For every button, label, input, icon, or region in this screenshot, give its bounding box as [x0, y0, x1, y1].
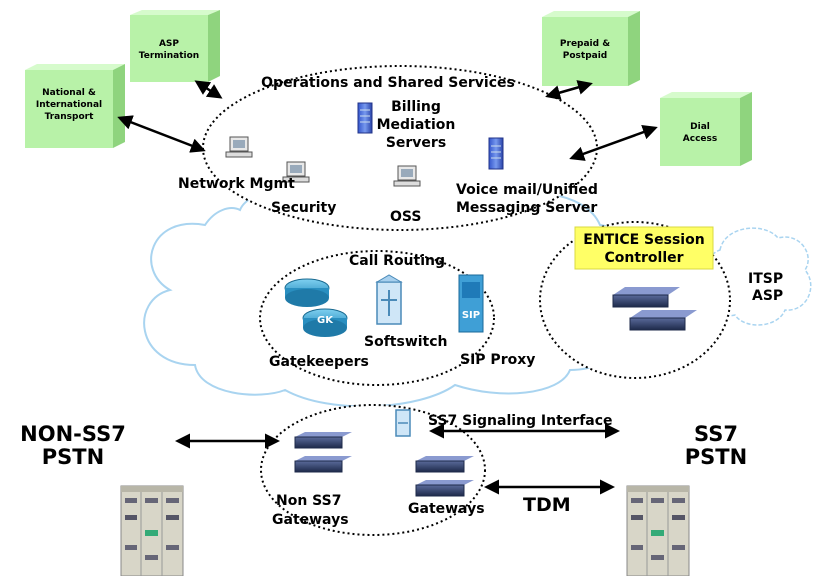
security-label: Security	[271, 200, 336, 216]
billing-label-1: Billing	[391, 99, 441, 115]
non-ss7-gateways-label-1: Non SS7	[276, 493, 341, 509]
dial-access-label-2: Access	[683, 134, 717, 144]
national-transport-label-2: International	[36, 100, 102, 110]
oss-label: OSS	[390, 209, 421, 225]
national-transport-label-3: Transport	[45, 112, 94, 122]
sip-proxy-icon: SIP	[458, 274, 484, 333]
non-ss7-pstn-label-1: NON-SS7	[20, 422, 126, 446]
session-controller-icon	[612, 287, 697, 331]
gateways-label: Gateways	[408, 501, 485, 517]
entice-highlight	[574, 226, 714, 270]
billing-label-3: Servers	[386, 135, 446, 151]
voice-mail-label-2: Messaging Server	[456, 200, 597, 216]
non-ss7-gateways-label-2: Gateways	[272, 512, 349, 528]
itsp-label-1: ITSP	[748, 271, 783, 287]
gatekeeper-router-icon: GK	[284, 278, 348, 337]
billing-label-2: Mediation	[377, 117, 456, 133]
transport-arrow	[117, 115, 206, 153]
entice-label-2: Controller	[604, 250, 683, 266]
gatekeepers-label: Gatekeepers	[269, 354, 369, 370]
softswitch-icon	[375, 274, 403, 325]
tdm-label: TDM	[523, 494, 571, 516]
call-routing-title: Call Routing	[349, 253, 445, 269]
dial-arrow	[569, 125, 658, 161]
national-transport-box: National & International Transport	[25, 64, 125, 148]
prepaid-arrow	[545, 80, 593, 100]
softswitch-label: Softswitch	[364, 334, 448, 350]
entice-label-1: ENTICE Session	[583, 232, 704, 248]
billing-server-icon	[357, 102, 373, 134]
non-ss7-pstn-label-2: PSTN	[42, 445, 104, 469]
voice-mail-server-icon	[488, 137, 504, 170]
national-transport-label-1: National &	[42, 88, 96, 98]
prepaid-postpaid-box: Prepaid & Postpaid	[542, 11, 640, 86]
asp-arrow	[194, 80, 223, 99]
prepaid-postpaid-label-2: Postpaid	[563, 51, 607, 61]
sip-badge: SIP	[462, 310, 480, 321]
ss7-pstn-label-2: PSTN	[685, 445, 747, 469]
ss7-pstn-label-1: SS7	[694, 422, 738, 446]
security-computer-icon	[282, 161, 310, 183]
dial-access-label-1: Dial	[690, 122, 710, 132]
non-ss7-gateway-icon	[294, 432, 352, 473]
asp-termination-box: ASP Termination	[130, 10, 220, 82]
dial-access-box: Dial Access	[660, 92, 752, 166]
network-mgmt-label: Network Mgmt	[178, 176, 295, 192]
ss7-gateway-icon	[415, 456, 474, 497]
itsp-label-2: ASP	[752, 288, 783, 304]
voice-mail-label-1: Voice mail/Unified	[456, 182, 598, 198]
asp-termination-label-1: ASP	[159, 39, 179, 49]
asp-termination-label-2: Termination	[139, 51, 199, 61]
ss7-switch-icon	[395, 409, 411, 437]
network-mgmt-computer-icon	[225, 136, 253, 158]
oss-computer-icon	[393, 165, 421, 187]
operations-title: Operations and Shared Services	[261, 75, 515, 91]
non-ss7-switch-rack-icon	[120, 485, 184, 576]
prepaid-postpaid-label-1: Prepaid &	[560, 39, 610, 49]
ss7-signaling-label: SS7 Signaling Interface	[428, 413, 613, 429]
ss7-switch-rack-icon	[626, 485, 690, 576]
gk-badge: GK	[317, 315, 334, 326]
sip-proxy-label: SIP Proxy	[460, 352, 535, 368]
